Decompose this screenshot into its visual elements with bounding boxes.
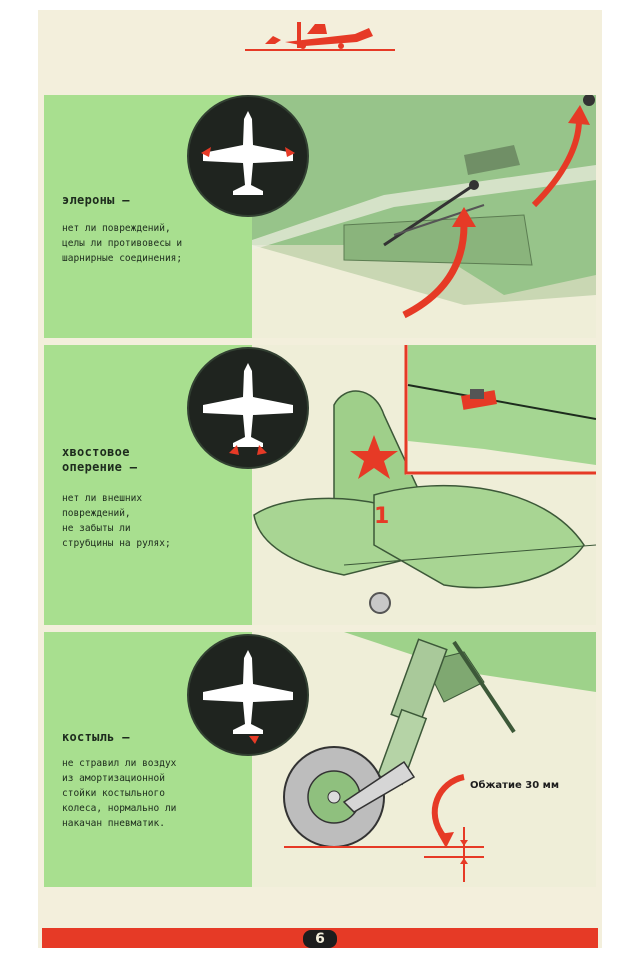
tail-illustration: 1: [253, 345, 596, 614]
aircraft-position-dial: [187, 95, 309, 217]
compression-label: Обжатие 30 мм: [470, 780, 559, 791]
section-body: нет ли повреждений, целы ли противовесы …: [62, 223, 183, 264]
section-tailwheel: костыль — не стравил ли воздух из аморти…: [44, 632, 596, 887]
plane-topview-icon: [203, 363, 293, 455]
section-body: нет ли внешних повреждений, не забыты ли…: [62, 493, 171, 549]
section-title: хвостовое оперение —: [62, 445, 138, 474]
aircraft-position-dial: [187, 634, 309, 756]
aileron-illustration: [244, 95, 596, 319]
svg-text:1: 1: [374, 504, 389, 529]
tailwheel-illustration: [252, 632, 596, 882]
section-title: элероны —: [62, 193, 130, 207]
plane-topview-icon: [201, 111, 295, 195]
aircraft-position-dial: [187, 347, 309, 469]
section-ailerons: элероны — нет ли повреждений, целы ли пр…: [44, 95, 596, 338]
plane-topview-icon: [203, 650, 293, 744]
fighter-plane-icon: [245, 22, 395, 51]
section-tail: 1 хвостовое оперение — нет ли внешних по…: [44, 345, 596, 625]
section-title: костыль —: [62, 730, 130, 744]
page-number: 6: [303, 930, 337, 948]
section-body: не стравил ли воздух из амортизационной …: [62, 758, 177, 829]
